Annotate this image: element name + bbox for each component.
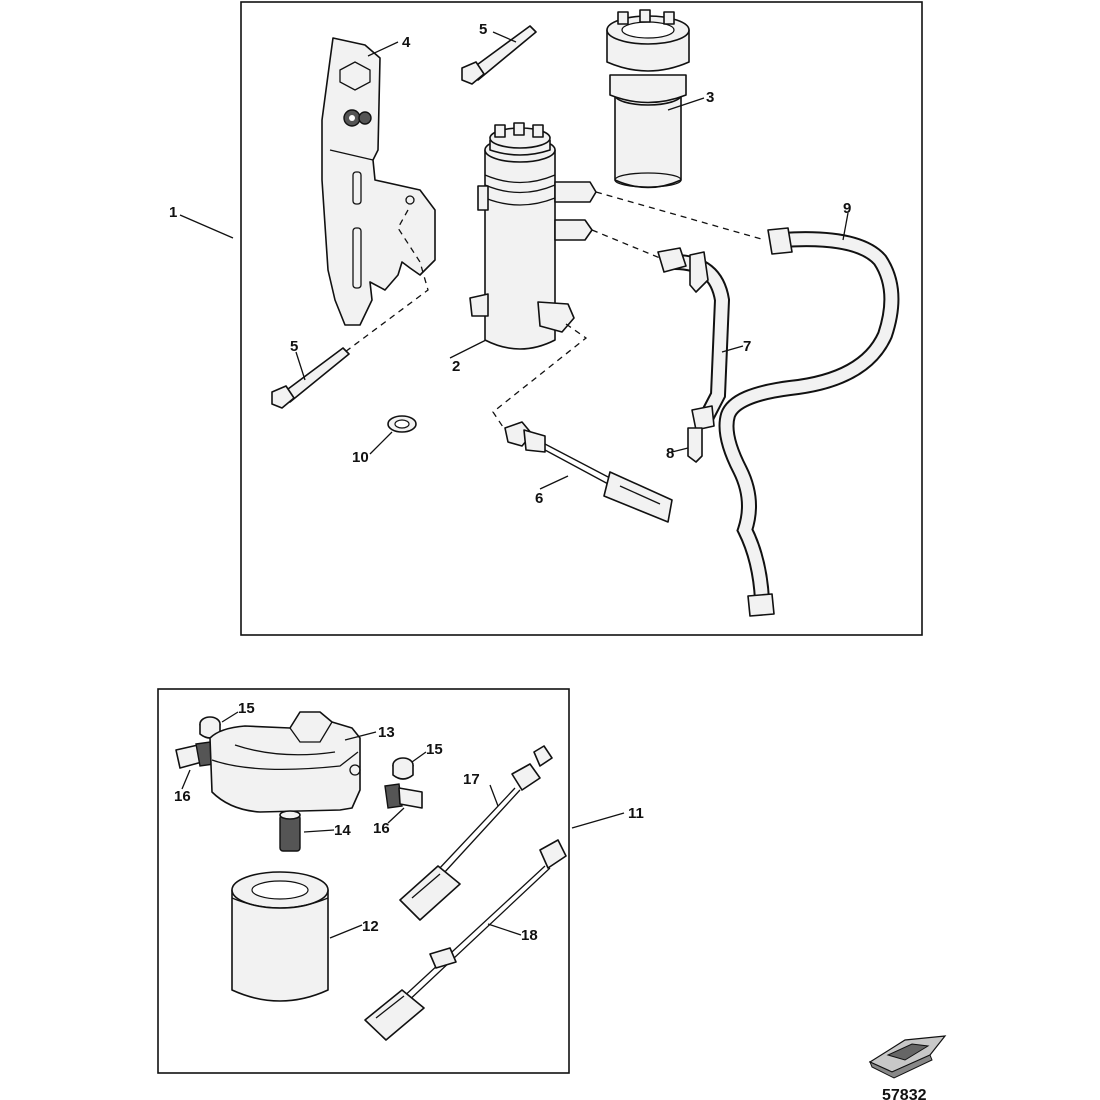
fitting-part-16b: [384, 783, 423, 809]
callout-11: 11: [628, 805, 644, 822]
callout-4: 4: [402, 34, 411, 51]
clamp-part-10: [387, 415, 417, 433]
assembly-line-sensor: [492, 323, 588, 431]
callout-14: 14: [334, 822, 351, 839]
bolt-part-lower: [271, 347, 350, 409]
kit-frame-bottom: [157, 688, 570, 1074]
filter-head-part-13: [209, 711, 361, 813]
cap-part-15a: [199, 716, 221, 739]
bracket-part: [321, 37, 436, 326]
boat-icon: [868, 1035, 947, 1079]
callout-18: 18: [521, 927, 538, 944]
cap-part-15b: [392, 757, 414, 780]
fitting-part-8: [687, 427, 703, 463]
callout-2: 2: [452, 358, 460, 375]
assembly-line-outlet: [595, 191, 766, 241]
callout-8: 8: [666, 445, 674, 462]
assembly-line-bolt: [344, 209, 429, 353]
hose-part-9: [718, 227, 900, 617]
callout-17: 17: [463, 771, 480, 788]
leader-lines: [179, 31, 849, 939]
callout-5-top: 5: [479, 21, 487, 38]
callout-5-lower: 5: [290, 338, 298, 355]
callout-9: 9: [843, 200, 851, 217]
bolt-part-top: [461, 25, 537, 85]
callout-15-left: 15: [238, 700, 255, 717]
assembly-frame-top: [240, 1, 923, 636]
fitting-part-16a: [175, 741, 215, 769]
nipple-part-14: [279, 810, 301, 852]
callout-16-right: 16: [373, 820, 390, 837]
callout-1: 1: [169, 204, 177, 221]
callout-3: 3: [706, 89, 714, 106]
assembly-line-inlet: [591, 229, 661, 259]
sensor-harness-part-18: [364, 839, 567, 1041]
hose-part-7: [657, 247, 731, 431]
callout-16-left: 16: [174, 788, 191, 805]
filter-housing-part: [469, 122, 597, 350]
callout-15-right: 15: [426, 741, 443, 758]
filter-element-part: [606, 9, 690, 189]
callout-7: 7: [743, 338, 751, 355]
harness-part-6: [504, 421, 673, 523]
sensor-harness-part-17: [399, 745, 553, 921]
figure-id: 57832: [882, 1087, 927, 1100]
callout-13: 13: [378, 724, 395, 741]
callout-6: 6: [535, 490, 543, 507]
spin-on-filter-part-12: [231, 871, 329, 1002]
callout-10: 10: [352, 449, 369, 466]
callout-12: 12: [362, 918, 379, 935]
